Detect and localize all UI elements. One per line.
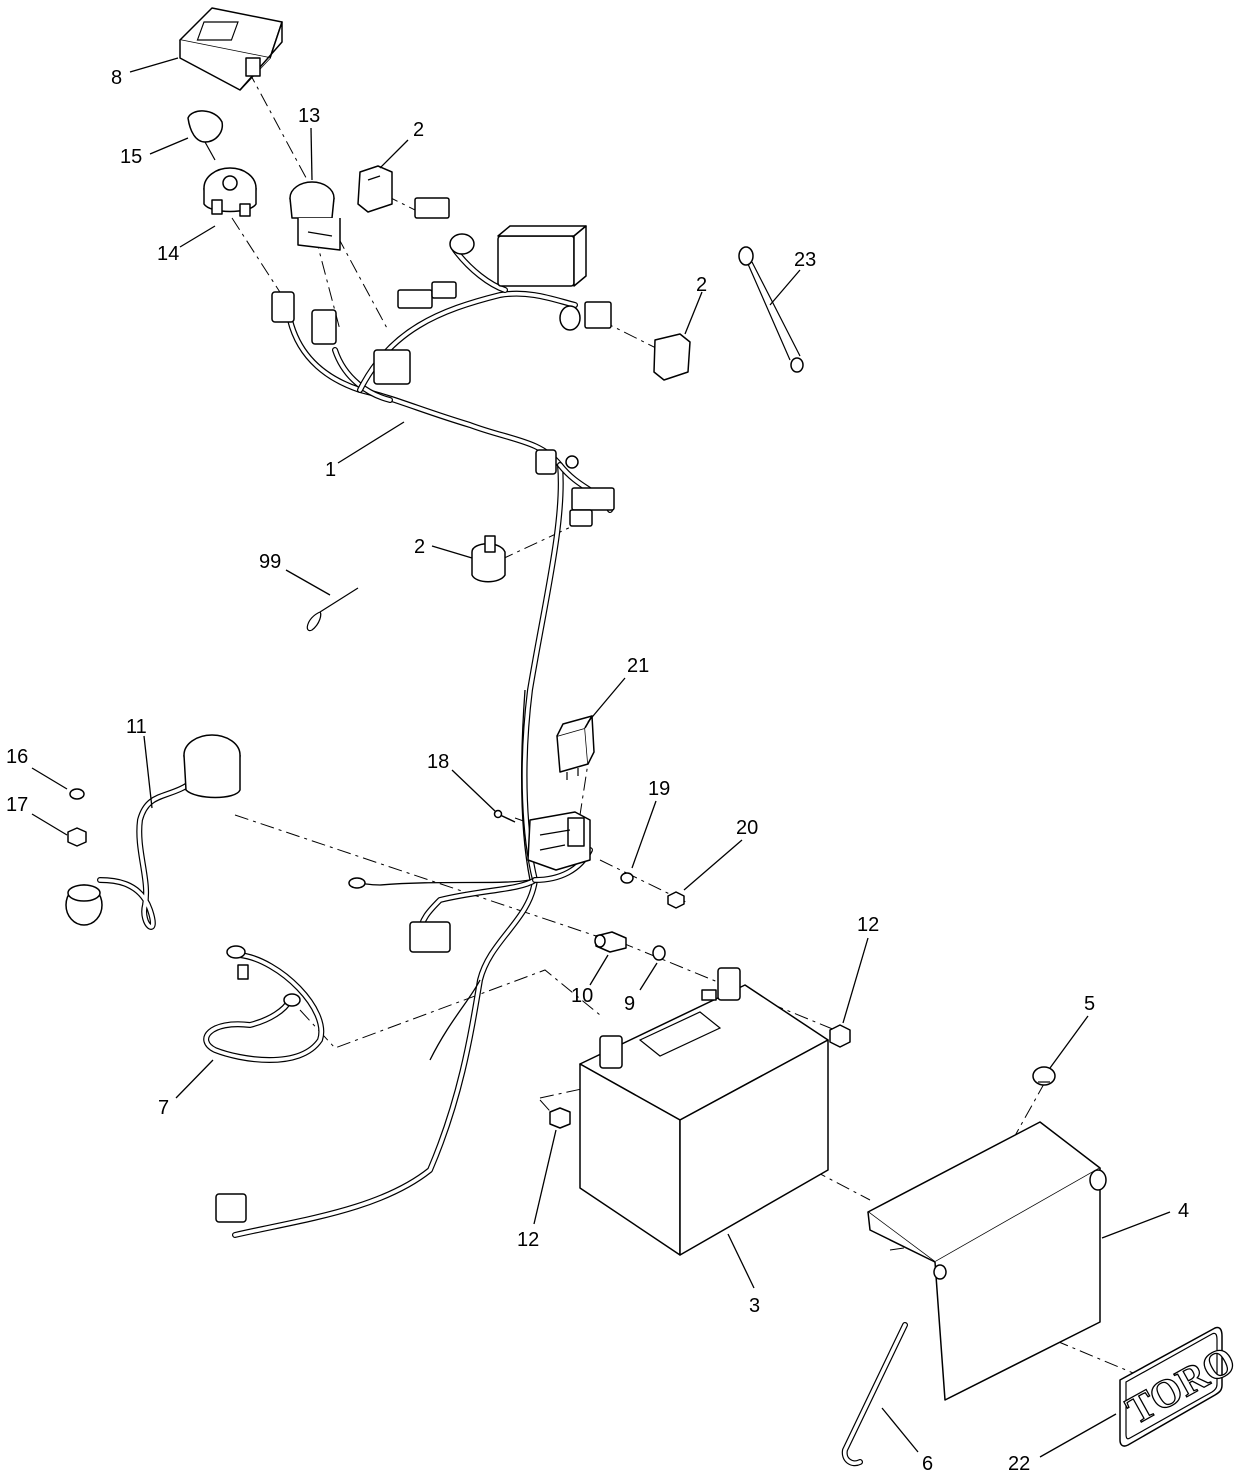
safety-switch-top [357, 165, 393, 213]
callout-2: 2 [696, 274, 707, 296]
relay [556, 715, 595, 780]
battery-cable [203, 945, 325, 1063]
fastener-5 [1032, 1066, 1056, 1086]
safety-switch-right [653, 333, 691, 381]
toro-decal: TORO [1118, 1326, 1243, 1447]
callout-7: 7 [158, 1097, 169, 1119]
callout-1: 1 [325, 459, 336, 481]
screw [493, 809, 516, 823]
ignition-key [187, 110, 224, 161]
callout-4: 4 [1178, 1200, 1189, 1222]
callout-8: 8 [111, 67, 122, 89]
callout-17: 17 [6, 794, 28, 816]
pto-switch [289, 181, 341, 251]
callout-99: 99 [259, 551, 281, 573]
ignition-switch [203, 167, 257, 217]
lamp-lead [738, 246, 804, 373]
callout-5: 5 [1084, 993, 1095, 1015]
callout-19: 19 [648, 778, 670, 800]
nut-12-upper [829, 1024, 851, 1048]
callout-18: 18 [427, 751, 449, 773]
callout-23: 23 [794, 249, 816, 271]
harness-connectors [215, 197, 615, 1223]
callout-12: 12 [857, 914, 879, 936]
battery [579, 967, 829, 1256]
callout-3: 3 [749, 1295, 760, 1317]
nut-17 [67, 827, 87, 847]
main-wire-harness [232, 247, 613, 1238]
callout-6: 6 [922, 1453, 933, 1475]
callout-2: 2 [414, 536, 425, 558]
callout-20: 20 [736, 817, 758, 839]
bolt-10 [594, 931, 627, 953]
callout-9: 9 [624, 993, 635, 1015]
callout-numbers: 8 13 2 15 14 23 2 1 2 99 21 11 16 17 18 … [6, 67, 1189, 1475]
callout-12: 12 [517, 1229, 539, 1251]
nut-12-lower [549, 1107, 571, 1129]
callout-11: 11 [126, 716, 147, 738]
callout-13: 13 [298, 105, 320, 127]
leader-lines [31, 57, 1171, 1458]
relay-socket [527, 811, 591, 871]
callout-21: 21 [627, 655, 649, 677]
washer-16 [69, 788, 85, 800]
safety-switch-middle [471, 535, 506, 583]
callout-16: 16 [6, 746, 28, 768]
callout-2: 2 [413, 119, 424, 141]
washer-19 [620, 872, 634, 884]
callout-22: 22 [1008, 1453, 1030, 1475]
cable-tie [306, 587, 359, 632]
hour-meter [179, 7, 283, 91]
hold-down-rod [841, 1322, 908, 1467]
nut-20 [667, 891, 685, 909]
battery-cover [867, 1121, 1107, 1401]
callout-10: 10 [571, 985, 593, 1007]
callout-14: 14 [157, 243, 179, 265]
cable-with-boot [65, 734, 241, 930]
washer-9 [652, 945, 666, 961]
callout-15: 15 [120, 146, 142, 168]
